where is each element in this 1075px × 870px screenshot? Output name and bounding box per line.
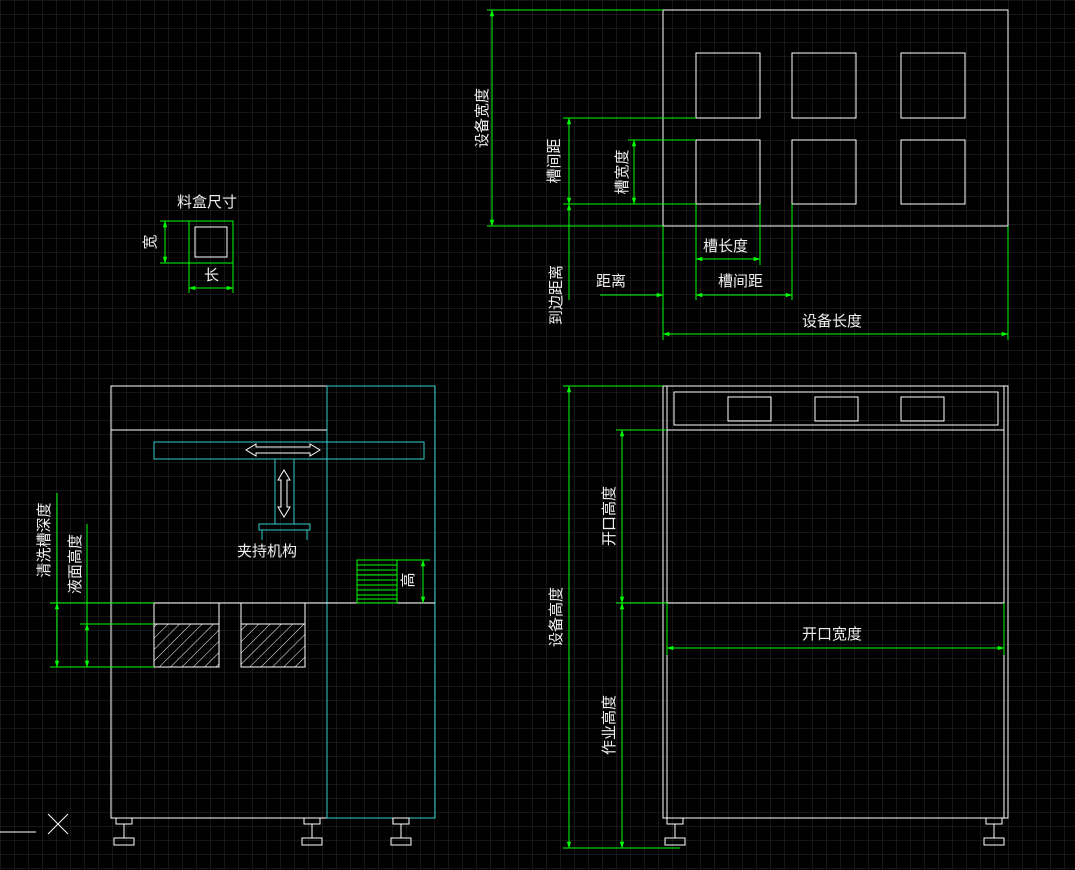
- label-equip-width: 设备宽度: [473, 88, 491, 148]
- label-liquid-height: 液面高度: [66, 534, 84, 594]
- label-equip-length: 设备长度: [802, 312, 862, 330]
- side-view: [50, 385, 436, 846]
- label-box-height: 高: [399, 572, 417, 587]
- front-foot: [983, 817, 1005, 846]
- side-foot: [390, 817, 412, 846]
- front-window: [900, 396, 945, 422]
- side-foot: [301, 817, 323, 846]
- label-opening-width: 开口宽度: [802, 625, 862, 643]
- label-slot-spacing-h: 槽间距: [718, 272, 763, 290]
- plan-slot: [695, 52, 761, 119]
- plan-slot: [791, 139, 857, 205]
- label-box-size: 料盒尺寸: [177, 193, 237, 211]
- tank-1-liquid: [153, 623, 220, 668]
- vertical-move-arrow: [277, 469, 291, 518]
- horizontal-move-arrow: [245, 443, 321, 457]
- front-foot: [664, 817, 686, 846]
- plan-slot: [695, 139, 761, 205]
- plan-slot: [791, 52, 857, 119]
- front-window: [727, 396, 772, 422]
- label-box-length: 长: [204, 266, 219, 284]
- front-window: [814, 396, 859, 422]
- front-view: [563, 385, 1009, 849]
- gripper-head: [258, 523, 311, 531]
- label-tank-depth: 清洗槽深度: [35, 502, 53, 577]
- label-slot-width: 槽宽度: [613, 149, 631, 194]
- label-gripper: 夹持机构: [237, 542, 297, 560]
- front-top-panel: [673, 391, 999, 426]
- box-outer: [188, 220, 234, 264]
- plan-slot: [900, 139, 966, 205]
- plan-view: [487, 9, 1009, 340]
- side-outline-right: [326, 385, 436, 819]
- label-opening-height: 开口高度: [600, 486, 618, 546]
- plan-slot: [900, 52, 966, 119]
- label-slot-spacing-v: 槽间距: [545, 138, 563, 183]
- label-box-width: 宽: [141, 234, 159, 249]
- front-outline: [662, 385, 1009, 819]
- label-distance: 距离: [596, 272, 626, 290]
- label-equip-height: 设备高度: [547, 587, 565, 647]
- ucs-cross-icon: [0, 813, 69, 835]
- label-working-height: 作业高度: [600, 695, 618, 755]
- side-foot: [113, 817, 135, 846]
- tank-2-liquid: [240, 623, 306, 668]
- box-size-view: [160, 220, 234, 293]
- label-edge-distance-v: 到边距离: [547, 265, 565, 325]
- box-inner: [194, 226, 228, 258]
- material-box-stack: [356, 559, 398, 604]
- label-slot-length: 槽长度: [703, 237, 748, 255]
